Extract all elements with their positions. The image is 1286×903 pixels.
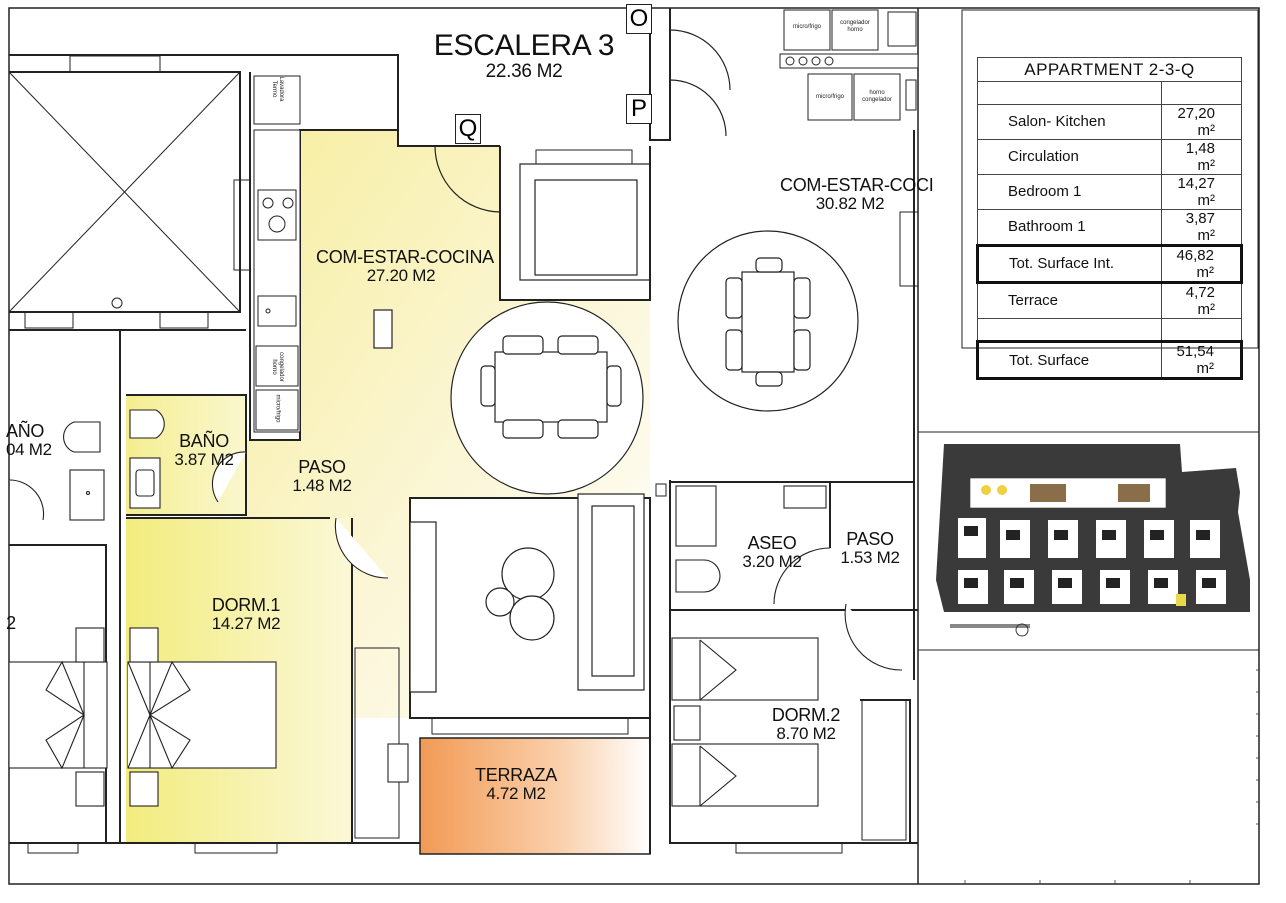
room-name: 2	[6, 613, 16, 633]
room-area: 4.72 M2	[486, 783, 546, 803]
appliance-label-horno: horno congelador	[862, 90, 892, 103]
room-name: DORM.1	[211, 595, 281, 615]
room-area: 1.53 M2	[840, 547, 900, 567]
room-area: 3.20 M2	[742, 551, 802, 571]
room-area: 1.48 M2	[292, 475, 352, 495]
room-name: TERRAZA	[475, 765, 557, 785]
room-name: PASO	[298, 457, 346, 477]
room-name: AÑO	[6, 421, 45, 441]
appliance-label-microfrigo: micro/frigo	[274, 394, 281, 423]
surface-label: Salon- Kitchen	[977, 103, 1162, 140]
surface-label: Bathroom 1	[977, 208, 1162, 246]
room-label-com-estar-cocina: COM-ESTAR-COCINA 27.20 M2	[316, 247, 494, 285]
room-area: 8.70 M2	[776, 723, 836, 743]
room-area: 22.36 M2	[485, 60, 563, 82]
surface-label: Tot. Surface	[976, 340, 1162, 380]
surface-value: 4,72 m²	[1161, 281, 1242, 319]
room-name: ASEO	[747, 533, 797, 553]
sofa-and-table	[373, 309, 645, 693]
appliance-label-congelador-2: congelador horno	[840, 20, 870, 33]
room-label-bano-left: AÑO 04 M2	[6, 422, 54, 459]
beds	[8, 627, 819, 807]
surface-label: Tot. Surface Int.	[976, 243, 1162, 284]
appliance-label-lavadora: Lavadora Termo	[271, 76, 284, 102]
site-plan-thumbnail	[936, 442, 1250, 637]
symbol-q: Q	[455, 114, 481, 144]
symbol-o: O	[626, 4, 652, 34]
surface-value	[1161, 317, 1242, 342]
surface-label: Bedroom 1	[977, 173, 1162, 210]
surface-value: 27,20 m²	[1161, 103, 1242, 140]
room-label-cut-left: 2	[4, 614, 18, 633]
room-area: 04 M2	[6, 439, 52, 459]
room-label-escalera: ESCALERA 3 22.36 M2	[424, 30, 624, 81]
room-area: 14.27 M2	[211, 613, 281, 633]
surface-label	[977, 317, 1162, 342]
surface-value: 46,82 m²	[1161, 243, 1243, 284]
living-kitchen-zone	[242, 130, 650, 718]
surface-value: 14,27 m²	[1161, 173, 1242, 210]
room-area: 3.87 M2	[174, 449, 234, 469]
room-name: BAÑO	[179, 431, 229, 451]
appliance-label-microfrigo-2: micro/frigo	[792, 24, 821, 30]
room-label-dorm1: DORM.1 14.27 M2	[198, 596, 294, 633]
surface-value	[1161, 81, 1242, 105]
surface-value: 51,54 m²	[1161, 340, 1243, 380]
room-area: 27.20 M2	[366, 265, 436, 285]
table-row: Tot. Surface Int.46,82 m²	[976, 243, 1243, 284]
surface-label: Circulation	[977, 138, 1162, 175]
room-label-aseo: ASEO 3.20 M2	[734, 534, 810, 571]
room-name: PASO	[846, 529, 894, 549]
room-name: ESCALERA 3	[433, 29, 615, 62]
surface-label: Terrace	[977, 281, 1162, 319]
surface-table-title: APPARTMENT 2-3-Q	[977, 57, 1242, 82]
kitchen-counter	[111, 75, 301, 433]
scale-ticks	[964, 669, 1259, 884]
room-name: COM-ESTAR-COCI	[780, 175, 934, 195]
surface-value: 1,48 m²	[1161, 138, 1242, 175]
neighbour-kitchen	[779, 9, 919, 121]
appliance-label-congelador: congelador horno	[271, 352, 284, 382]
room-area: 30.82 M2	[815, 193, 885, 213]
staircase	[434, 29, 731, 281]
surface-value: 3,87 m²	[1161, 208, 1242, 246]
bathroom-fixtures	[8, 409, 903, 671]
surface-label	[977, 81, 1162, 105]
symbol-p: P	[626, 94, 652, 124]
dining-set-left	[450, 301, 644, 495]
room-label-paso-right: PASO 1.53 M2	[832, 530, 908, 567]
room-label-com-estar-coci-right: COM-ESTAR-COCI 30.82 M2	[780, 175, 934, 213]
room-label-bano: BAÑO 3.87 M2	[166, 432, 242, 469]
windows	[24, 55, 907, 854]
dining-set-right	[677, 230, 859, 412]
appliance-label-microfrigo-3: micro/frigo	[815, 94, 844, 100]
room-name: DORM.2	[771, 705, 841, 725]
room-label-terraza: TERRAZA 4.72 M2	[468, 766, 564, 803]
room-name: COM-ESTAR-COCINA	[316, 247, 494, 267]
table-row	[977, 317, 1242, 342]
room-label-paso: PASO 1.48 M2	[284, 458, 360, 495]
table-row	[977, 81, 1242, 105]
room-label-dorm2: DORM.2 8.70 M2	[758, 706, 854, 743]
